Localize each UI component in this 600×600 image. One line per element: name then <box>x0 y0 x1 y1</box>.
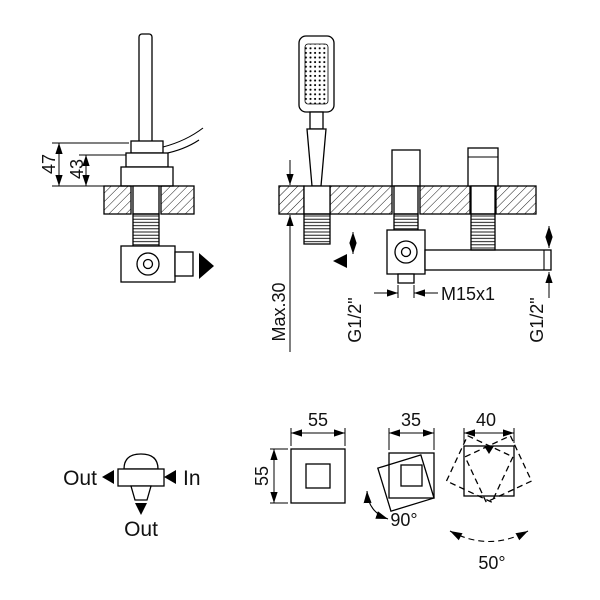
flow-out-bottom-label: Out <box>124 518 158 541</box>
flow-in-label: In <box>183 467 201 490</box>
escutcheon-top-view <box>290 448 346 504</box>
dim-40-label: 40 <box>476 410 496 430</box>
dim-55-height-label: 55 <box>252 466 272 486</box>
valve-trim <box>391 149 421 187</box>
m15-outlet <box>397 273 415 284</box>
valve-trim <box>467 147 499 187</box>
deck-section <box>160 185 195 215</box>
pivot-marker-icon <box>484 446 494 454</box>
second-valve <box>467 147 499 251</box>
dim-43-label: 43 <box>67 159 87 179</box>
valve-screw-center <box>400 246 412 258</box>
swivel-arc <box>449 530 529 543</box>
side-view-three-hole-set: Max.30 G1/2" M15x1 G1/2" <box>269 35 553 352</box>
flow-out-left-label: Out <box>63 467 97 490</box>
valve-cap-top-view <box>123 453 159 470</box>
shower-neck <box>309 111 324 130</box>
dimension-g12-left: G1/2" <box>345 232 365 343</box>
valve-screw <box>136 252 160 276</box>
hand-shower <box>298 35 335 187</box>
shower-holder <box>306 128 327 187</box>
valve-body <box>386 229 426 275</box>
valve-screw-center <box>142 258 154 270</box>
dim-g12-right-label: G1/2" <box>527 297 547 342</box>
supply-pipe <box>424 249 552 271</box>
valve-body-top-view <box>117 468 165 487</box>
valve-shank <box>393 185 419 215</box>
valve-bottom-port <box>130 485 152 501</box>
top-view-35: 90° 35 <box>363 410 435 530</box>
lever-hub <box>130 140 164 154</box>
rotation-arc <box>363 490 389 520</box>
dimension-g12-right: G1/2" <box>527 226 553 343</box>
valve-shank <box>132 185 160 215</box>
threaded-shank <box>470 213 496 251</box>
dim-max30-label: Max.30 <box>269 282 289 341</box>
flow-down-arrow-icon <box>135 503 147 515</box>
flow-diagram: Out In Out <box>63 453 201 541</box>
handle-top-view <box>305 463 331 489</box>
hose-outlet-arrow-icon <box>333 254 347 268</box>
threaded-shank <box>393 213 419 231</box>
shower-shank <box>303 185 331 215</box>
dim-m15-label: M15x1 <box>441 284 495 304</box>
outlet-direction-arrow-icon <box>199 253 214 279</box>
threaded-shank <box>132 213 160 249</box>
flow-left-arrow-icon <box>102 470 114 484</box>
handle-top-view <box>400 464 423 487</box>
escutcheon <box>120 166 174 187</box>
flow-in-arrow-icon <box>164 470 176 484</box>
dimension-max30: Max.30 <box>269 160 294 352</box>
top-view-40: 40 50° <box>445 410 533 573</box>
dimension-m15x1: M15x1 <box>374 284 495 304</box>
top-view-55: 55 55 <box>252 410 346 504</box>
angle-50-label: 50° <box>478 553 505 573</box>
handle-lever <box>138 33 153 147</box>
dimension-43: 43 <box>67 154 126 186</box>
side-outlet <box>174 251 194 277</box>
diverter-valve <box>386 149 426 284</box>
valve-screw <box>394 240 418 264</box>
dim-47-label: 47 <box>39 154 59 174</box>
rotated-position <box>376 454 435 512</box>
angle-90-label: 90° <box>390 510 417 530</box>
valve-shank <box>470 185 496 215</box>
shower-threaded-shank <box>303 213 331 245</box>
deck-section <box>329 185 393 215</box>
deck-section <box>495 185 537 215</box>
lever-swing-line <box>162 139 200 155</box>
dimension-47: 47 <box>39 142 129 187</box>
dim-55-width-label: 55 <box>308 410 328 430</box>
deck-section <box>103 185 132 215</box>
dim-35-label: 35 <box>401 410 421 430</box>
lever-swing-line <box>162 127 204 148</box>
side-view-single-handle: 47 43 <box>39 33 214 283</box>
spray-face <box>304 43 329 105</box>
deck-section <box>278 185 305 215</box>
deck-section <box>419 185 471 215</box>
dim-g12-left-label: G1/2" <box>345 297 365 342</box>
trim-cap <box>125 152 169 168</box>
valve-body <box>120 245 176 283</box>
